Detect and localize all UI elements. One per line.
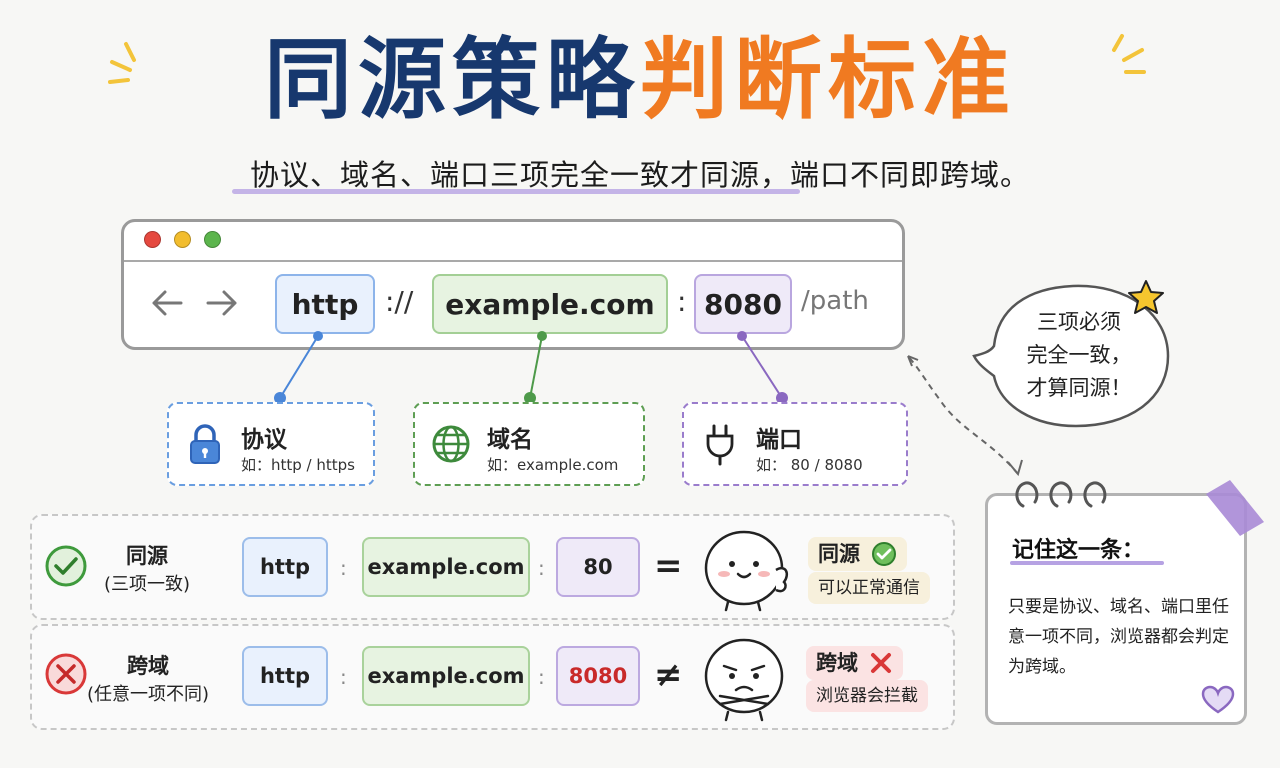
forward-arrow-icon[interactable] — [204, 288, 240, 318]
happy-face-icon — [704, 530, 788, 612]
tape-icon — [1206, 480, 1264, 536]
note-title: 记住这一条： — [1012, 538, 1145, 563]
cell-protocol: http — [242, 646, 328, 706]
maximize-dot-icon — [204, 231, 221, 248]
component-name: 协议 — [241, 427, 287, 453]
sparkle-left-icon — [108, 42, 136, 84]
component-example: 如：http / https — [241, 456, 355, 474]
result-title-text: 跨域 — [816, 651, 858, 675]
row-label-sub: (任意一项不同) — [86, 684, 210, 705]
bubble-text: 三项必须 完全一致， 才算同源！ — [1004, 306, 1154, 405]
browser-titlebar — [124, 222, 902, 262]
url-protocol[interactable]: http — [275, 274, 375, 334]
row-label: 同源 (三项一致) — [92, 540, 202, 596]
url-domain[interactable]: example.com — [432, 274, 668, 334]
lock-icon — [190, 424, 220, 464]
component-protocol: 协议 如：http / https — [167, 402, 375, 486]
url-sep-port: : — [677, 285, 687, 318]
cell-port: 8080 — [556, 646, 640, 706]
row-label-main: 同源 — [126, 544, 168, 568]
row-label-sub: (三项一致) — [103, 574, 191, 595]
back-arrow-icon[interactable] — [149, 288, 185, 318]
result-desc: 浏览器会拦截 — [806, 680, 928, 712]
colon: : — [538, 556, 545, 580]
cell-domain: example.com — [362, 646, 530, 706]
globe-icon — [432, 425, 470, 463]
colon: : — [340, 665, 347, 689]
bubble-line: 完全一致， — [1026, 343, 1132, 367]
url-port[interactable]: 8080 — [694, 274, 792, 334]
component-port: 端口 如： 80 / 8080 — [682, 402, 908, 486]
check-icon — [872, 542, 897, 566]
component-example: 如：example.com — [487, 456, 619, 474]
result-title-text: 同源 — [818, 542, 860, 566]
title-part1: 同源策略 — [263, 28, 640, 131]
cell-domain: example.com — [362, 537, 530, 597]
star-icon — [1128, 280, 1164, 314]
colon: : — [340, 556, 347, 580]
heart-icon — [1201, 685, 1235, 714]
row-label: 跨域 (任意一项不同) — [86, 650, 210, 706]
binder-rings-icon — [1015, 481, 1107, 508]
component-name: 域名 — [487, 427, 533, 453]
subtitle: 协议、域名、端口三项完全一致才同源，端口不同即跨域。 — [249, 158, 1030, 192]
subtitle-underline — [232, 189, 800, 194]
close-dot-icon — [144, 231, 161, 248]
component-name: 端口 — [756, 427, 802, 453]
component-domain: 域名 如：example.com — [413, 402, 645, 486]
not-equals-operator: ≠ — [654, 655, 683, 695]
title-part2: 判断标准 — [640, 28, 1017, 131]
cell-port: 80 — [556, 537, 640, 597]
note-card — [985, 493, 1247, 725]
plug-icon — [706, 424, 734, 466]
cross-icon — [45, 653, 87, 695]
note-title-underline — [1010, 561, 1164, 565]
result-title: 跨域 — [806, 646, 904, 680]
speech-bubble — [972, 284, 1170, 428]
url-sep-protocol: :// — [385, 285, 414, 318]
page-title: 同源策略判断标准 — [0, 20, 1280, 140]
result-title: 同源 — [808, 537, 908, 571]
url-path: /path — [801, 286, 869, 316]
sparkle-right-icon — [1112, 34, 1146, 74]
cell-protocol: http — [242, 537, 328, 597]
result-desc: 可以正常通信 — [808, 572, 930, 604]
check-icon — [45, 545, 87, 587]
browser-window: http :// example.com : 8080 /path — [121, 219, 905, 350]
note-body: 只要是协议、域名、端口里任意一项不同，浏览器都会判定为跨域。 — [1008, 597, 1229, 677]
colon: : — [538, 665, 545, 689]
component-example: 如： 80 / 8080 — [756, 456, 863, 474]
bubble-line: 才算同源！ — [1026, 376, 1132, 400]
minimize-dot-icon — [174, 231, 191, 248]
row-label-main: 跨域 — [127, 654, 169, 678]
equals-operator: = — [654, 546, 683, 586]
bubble-line: 三项必须 — [1037, 310, 1121, 334]
cross-icon — [871, 653, 892, 673]
grumpy-face-icon — [704, 638, 784, 722]
